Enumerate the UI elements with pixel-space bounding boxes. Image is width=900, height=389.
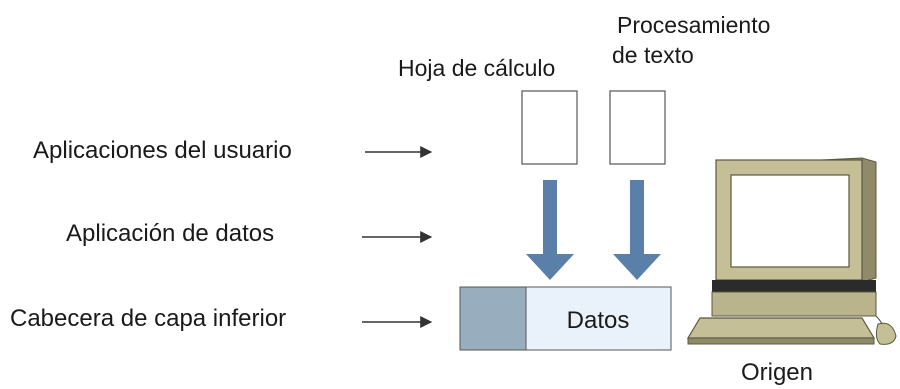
label-word-processing-line2: de texto bbox=[612, 42, 694, 68]
label-spreadsheet: Hoja de cálculo bbox=[398, 55, 555, 81]
label-source: Origen bbox=[741, 359, 813, 386]
data-label: Datos bbox=[567, 307, 630, 334]
label-user-applications: Aplicaciones del usuario bbox=[33, 137, 292, 164]
header-block bbox=[459, 286, 527, 351]
data-block bbox=[525, 286, 672, 351]
word-down-arrow-icon bbox=[613, 180, 661, 280]
source-computer-icon bbox=[686, 157, 897, 345]
spreadsheet-down-arrow-icon bbox=[526, 180, 574, 280]
label-data-application: Aplicación de datos bbox=[66, 220, 274, 247]
label-word-processing-line1: Procesamiento bbox=[617, 12, 770, 38]
label-lower-layer-header: Cabecera de capa inferior bbox=[10, 305, 286, 332]
spreadsheet-document-icon bbox=[521, 90, 578, 165]
word-document-icon bbox=[609, 90, 666, 165]
